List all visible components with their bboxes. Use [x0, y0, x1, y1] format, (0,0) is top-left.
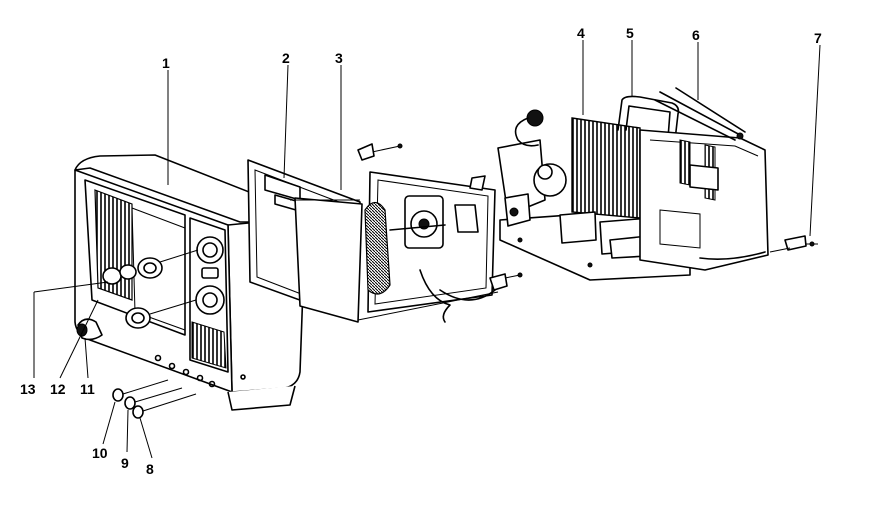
callout-8: 8 — [146, 461, 154, 477]
callout-13: 13 — [20, 381, 36, 397]
callout-4: 4 — [577, 25, 585, 41]
callout-12: 12 — [50, 381, 66, 397]
front-cabinet — [74, 154, 306, 411]
tube-frame — [357, 171, 523, 323]
callout-labels: 1 2 3 4 5 6 7 8 9 10 11 12 13 — [20, 25, 822, 477]
callout-11: 11 — [80, 381, 95, 397]
tube-mask — [247, 143, 403, 323]
callout-1: 1 — [162, 55, 170, 71]
callout-2: 2 — [282, 50, 290, 66]
callout-9: 9 — [121, 455, 129, 471]
callout-10: 10 — [92, 445, 108, 461]
callout-6: 6 — [692, 27, 700, 43]
back-cabinet — [639, 87, 818, 271]
knob-parts — [76, 318, 197, 419]
leader-lines — [33, 40, 821, 459]
callout-7: 7 — [814, 30, 822, 46]
callout-3: 3 — [335, 50, 343, 66]
callout-5: 5 — [626, 25, 634, 41]
